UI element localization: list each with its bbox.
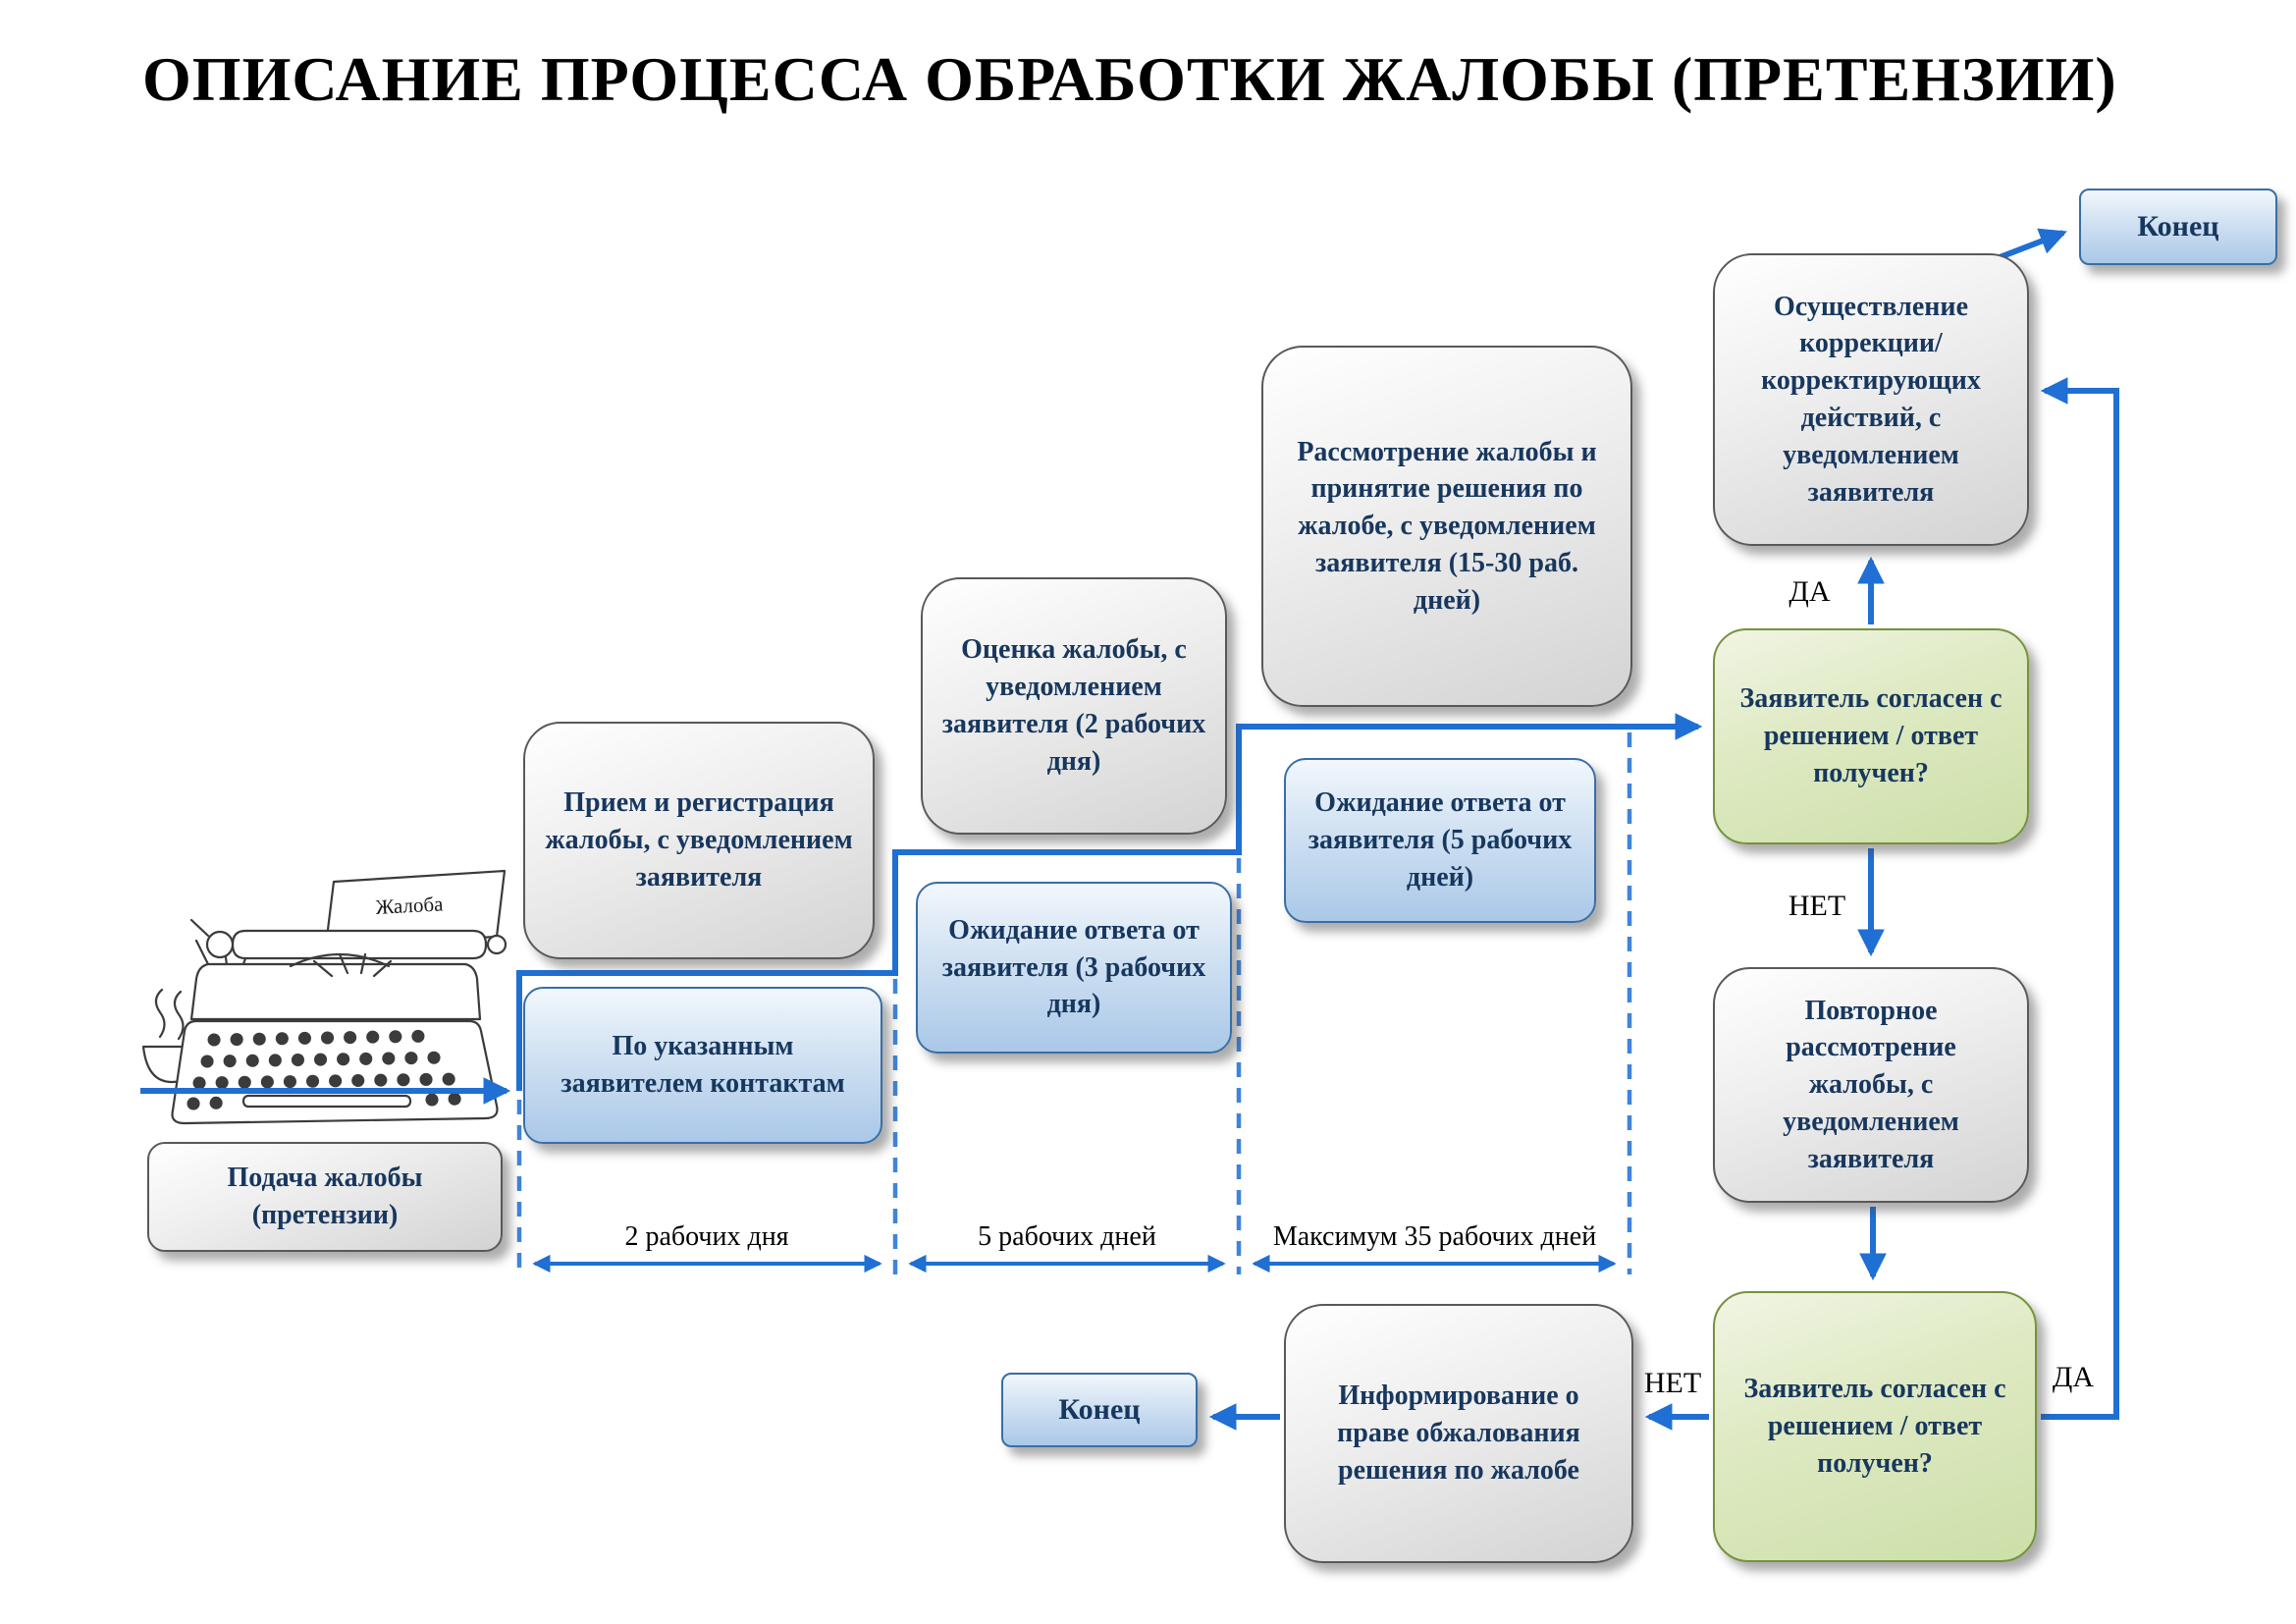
timeline-label-segment-2: 5 рабочих дней [978, 1221, 1156, 1252]
node-end-bottom: Конец [1001, 1373, 1198, 1447]
paper-label: Жалоба [375, 892, 445, 919]
node-correction: Осуществление коррекции/ корректирующих … [1713, 253, 2029, 546]
node-submission: Подача жалобы (претензии) [147, 1142, 503, 1252]
edge-label-no-bottom: НЕТ [1643, 1367, 1702, 1399]
node-wait-3-days: Ожидание ответа от заявителя (3 рабочих … [916, 882, 1232, 1054]
edge-label-no-middle: НЕТ [1788, 890, 1846, 922]
flow-staircase [516, 713, 1703, 1091]
node-decision-1: Заявитель согласен с решением / ответ по… [1713, 628, 2029, 844]
key-row [200, 1051, 453, 1068]
keyboard-slab [171, 1019, 499, 1125]
typewriter-roller [231, 929, 488, 960]
node-review: Рассмотрение жалобы и принятие решения п… [1261, 346, 1632, 707]
edge-label-yes-top: ДА [1789, 575, 1831, 608]
key-row [192, 1072, 460, 1090]
roller-knob-left [205, 930, 235, 959]
key-row [425, 1092, 468, 1107]
arrow-correction-to-end [1993, 228, 2067, 262]
node-decision-2: Заявитель согласен с решением / ответ по… [1713, 1291, 2037, 1562]
type-bars [312, 952, 393, 978]
node-end-top: Конец [2079, 189, 2277, 265]
steam-icon [173, 990, 185, 1041]
arrow-decision2-yes-loop [2040, 377, 2119, 1420]
typewriter-body [189, 962, 482, 1021]
node-reception: Прием и регистрация жалобы, с уведомлени… [523, 722, 875, 959]
typewriter-illustration: Жалоба [141, 869, 507, 1125]
key-row [187, 1096, 233, 1110]
timeline-label-segment-1: 2 рабочих дня [624, 1221, 789, 1252]
node-wait-5-days: Ожидание ответа от заявителя (5 рабочих … [1284, 758, 1596, 923]
space-bar [241, 1094, 412, 1109]
node-re-review: Повторное рассмотрение жалобы, с уведомл… [1713, 967, 2029, 1203]
node-contacts: По указанным заявителем контактам [523, 987, 882, 1144]
carriage-lever [189, 918, 210, 938]
steam-icon [154, 988, 166, 1039]
key-row [207, 1029, 445, 1047]
edge-label-yes-bottom: ДА [2052, 1361, 2095, 1393]
node-info-appeal: Информирование о праве обжалования решен… [1284, 1304, 1633, 1563]
timeline-label-segment-3: Максимум 35 рабочих дней [1272, 1221, 1597, 1252]
page-title: ОПИСАНИЕ ПРОЦЕССА ОБРАБОТКИ ЖАЛОБЫ (ПРЕТ… [142, 44, 2117, 114]
node-assessment: Оценка жалобы, с уведомлением заявителя … [921, 577, 1227, 835]
roller-knob-right [486, 934, 507, 955]
